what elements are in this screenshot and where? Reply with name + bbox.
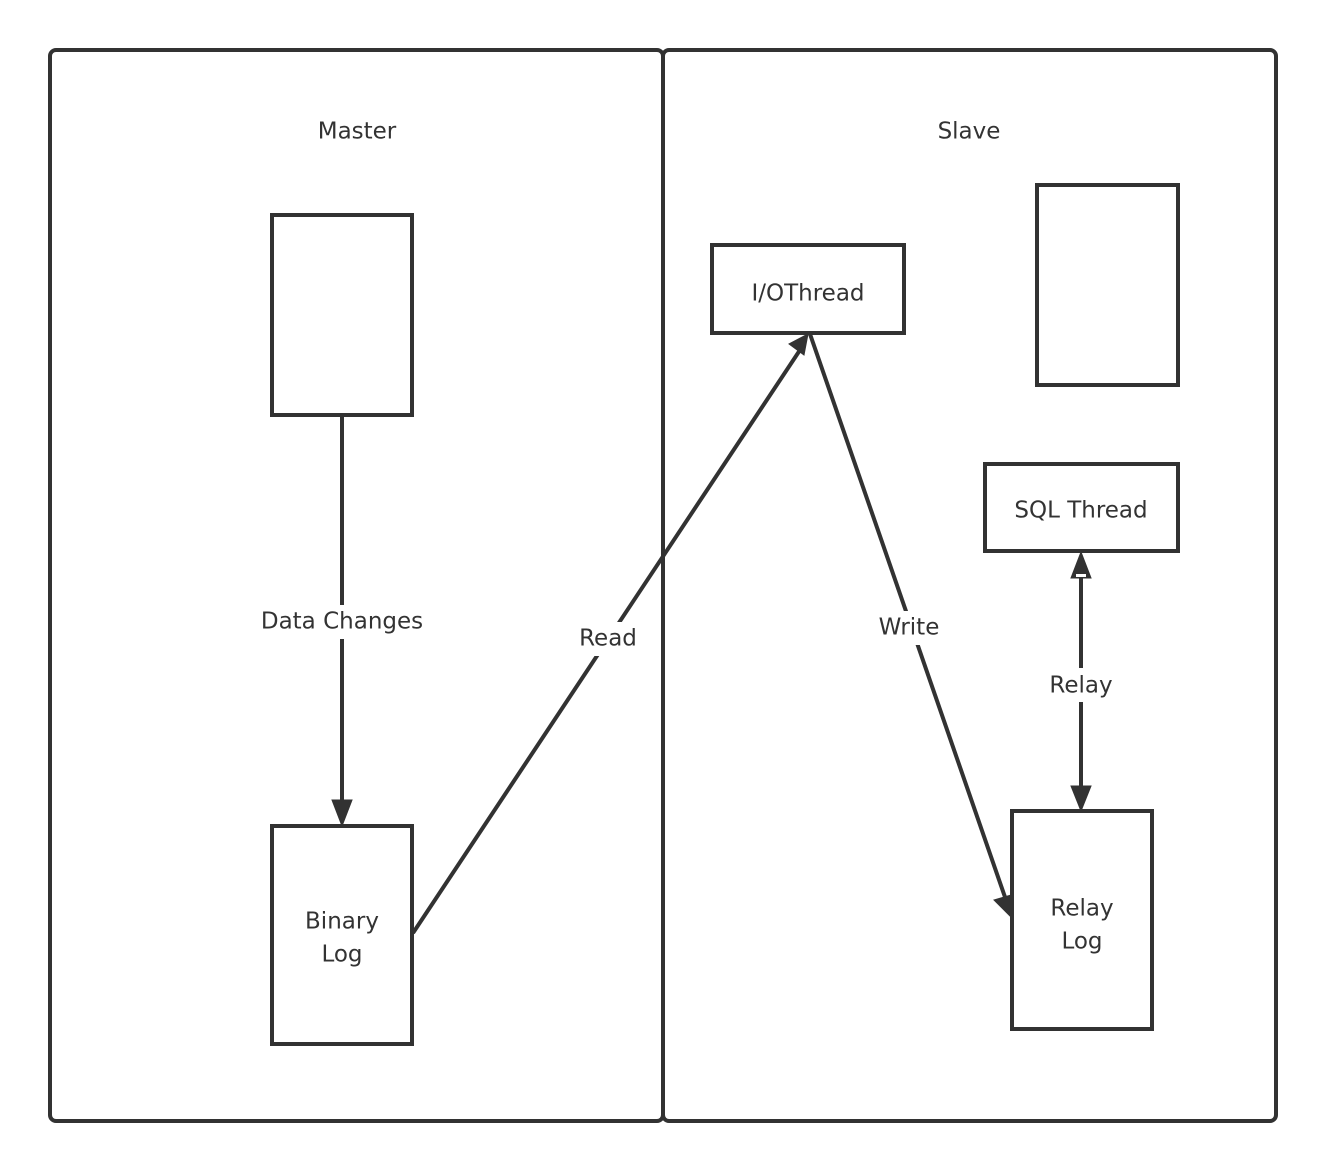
binary-log-label-line-1: Binary [305,909,379,935]
relay-log-label-line-1: Relay [1050,896,1113,922]
master-source-box [270,213,414,417]
node-sql-thread[interactable]: SQL Thread [983,462,1180,553]
edge-write[interactable]: Write [808,333,1013,920]
binary-log-label-line-2: Log [321,942,362,968]
node-relay-log[interactable]: Relay Log [1010,809,1154,1031]
arrowhead-up-notch [1076,574,1086,577]
io-thread-label: I/OThread [751,281,864,307]
arrowhead-up-icon [1070,550,1092,579]
sql-thread-label: SQL Thread [1014,498,1147,524]
edge-relay-label: Relay [1049,673,1112,699]
master-container-label: Master [318,119,397,145]
node-binary-log[interactable]: Binary Log [270,824,414,1046]
edge-data-changes-label: Data Changes [261,609,423,635]
slave-data-box [1035,183,1180,387]
node-slave-data[interactable] [1035,183,1180,387]
edge-read[interactable]: Read [411,333,809,935]
edge-read-label-bg [576,622,640,656]
arrowhead-up-right-icon [788,333,809,356]
edge-read-label: Read [579,626,637,652]
edge-data-changes[interactable]: Data Changes [252,415,432,828]
relay-log-box [1010,809,1154,1031]
slave-container-label: Slave [938,119,1001,145]
node-io-thread[interactable]: I/OThread [710,243,906,335]
sql-thread-box [983,462,1180,553]
slave-container-frame [661,48,1278,1123]
arrowhead-down-icon [331,799,353,828]
binary-log-box [270,824,414,1046]
edge-relay[interactable]: Relay [1045,550,1117,813]
edge-data-changes-label-bg [252,605,432,639]
edge-write-label: Write [879,615,940,641]
slave-container[interactable]: Slave [661,48,1278,1123]
relay-log-label-line-2: Log [1061,929,1102,955]
arrowhead-down-icon [1070,785,1092,813]
edge-relay-label-bg [1045,668,1117,702]
io-thread-box [710,243,906,335]
edge-write-label-bg [874,611,944,645]
node-master-source[interactable] [270,213,414,417]
